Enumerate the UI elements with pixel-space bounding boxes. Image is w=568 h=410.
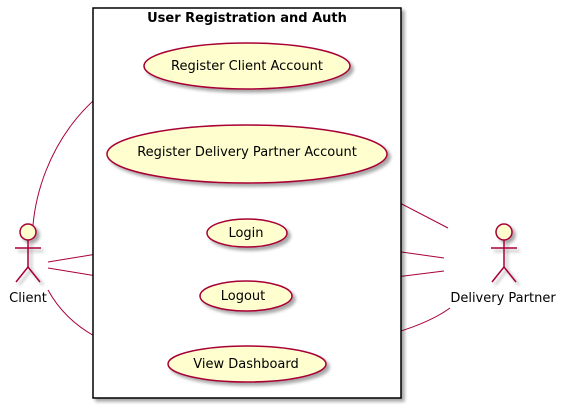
actor-label: Client bbox=[9, 291, 47, 306]
use-case-label: Logout bbox=[221, 289, 266, 304]
stick-figure-icon bbox=[491, 223, 517, 283]
use-case-label: Login bbox=[228, 226, 263, 241]
actor-label: Delivery Partner bbox=[450, 291, 556, 306]
actor-client[interactable]: Client bbox=[9, 223, 47, 306]
use-case-register-partner[interactable]: Register Delivery Partner Account bbox=[106, 124, 388, 184]
boundary-title: User Registration and Auth bbox=[147, 11, 347, 26]
use-case-view-dashboard[interactable]: View Dashboard bbox=[167, 345, 327, 383]
use-case-logout[interactable]: Logout bbox=[199, 280, 293, 312]
use-case-label: Register Delivery Partner Account bbox=[137, 145, 357, 160]
use-case-label: View Dashboard bbox=[193, 357, 299, 372]
stick-figure-icon bbox=[15, 223, 41, 283]
use-case-login[interactable]: Login bbox=[206, 218, 288, 248]
use-case-register-client[interactable]: Register Client Account bbox=[143, 42, 351, 90]
actor-delivery-partner[interactable]: Delivery Partner bbox=[450, 223, 556, 306]
use-case-label: Register Client Account bbox=[171, 59, 323, 74]
